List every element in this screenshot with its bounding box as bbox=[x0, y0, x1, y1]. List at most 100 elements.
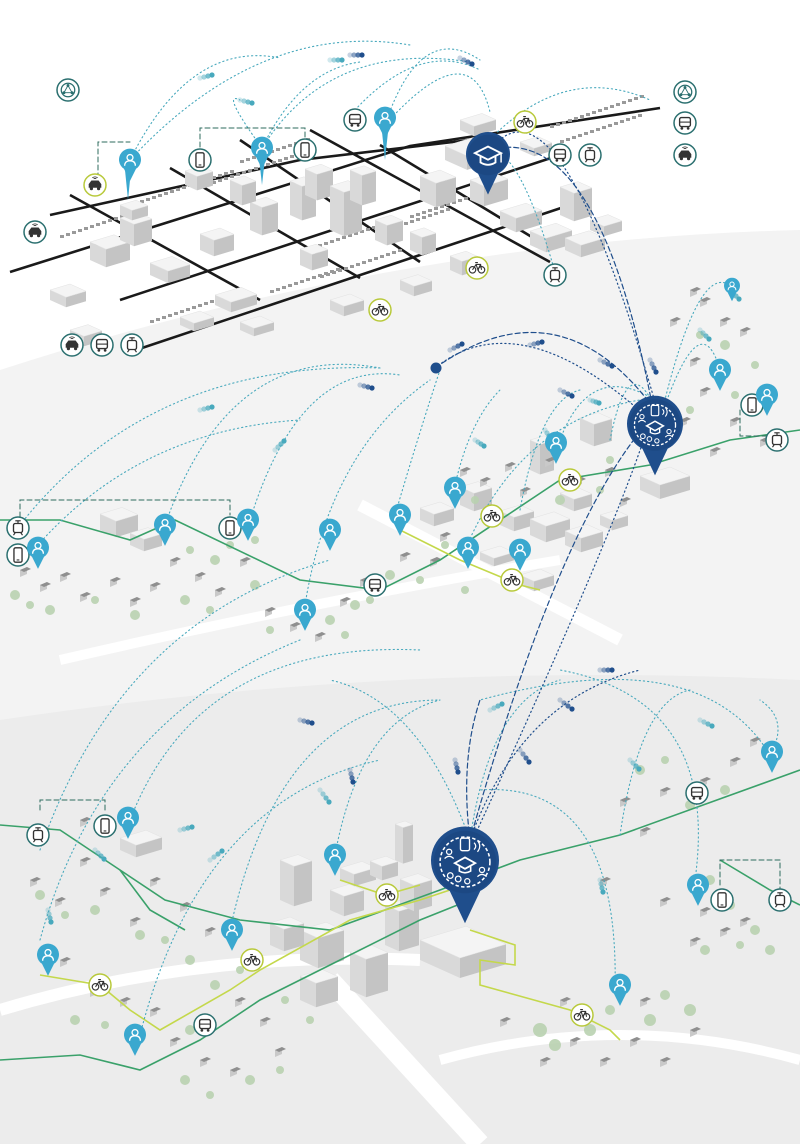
flow-dot bbox=[349, 775, 355, 781]
flow-dot bbox=[455, 343, 461, 349]
house-roof bbox=[690, 287, 701, 292]
house bbox=[740, 327, 751, 337]
connection-arc bbox=[164, 363, 381, 526]
house bbox=[700, 297, 711, 307]
house bbox=[660, 1057, 671, 1067]
building-roof bbox=[519, 568, 555, 582]
city-plot bbox=[458, 199, 462, 202]
city-plot bbox=[312, 276, 316, 279]
city-plot bbox=[404, 222, 408, 225]
building-side-right bbox=[414, 280, 432, 297]
building-side-right bbox=[399, 905, 419, 952]
building-side-left bbox=[640, 476, 660, 499]
building-side-left bbox=[480, 552, 494, 567]
city-plot bbox=[422, 211, 426, 214]
house-roof bbox=[740, 917, 751, 922]
flow-dot bbox=[539, 339, 545, 345]
building-side-left bbox=[240, 322, 254, 337]
flow-dot bbox=[454, 765, 460, 771]
house bbox=[290, 622, 301, 632]
city-plot bbox=[78, 229, 82, 232]
city-plot bbox=[574, 117, 578, 120]
building-side-left bbox=[90, 242, 106, 268]
flow-dot bbox=[205, 405, 211, 411]
building-side-right bbox=[242, 181, 256, 206]
building-side-left bbox=[200, 234, 214, 257]
hub-pin-body bbox=[627, 395, 683, 476]
flow-dot bbox=[520, 751, 526, 757]
building bbox=[299, 969, 339, 1008]
house-roof bbox=[120, 997, 131, 1002]
flow-dot bbox=[209, 72, 215, 78]
tree bbox=[185, 1025, 195, 1035]
house-roof bbox=[505, 462, 516, 467]
person-pin bbox=[117, 806, 139, 839]
flow-dot bbox=[526, 759, 532, 765]
house bbox=[265, 607, 276, 617]
building-roof bbox=[279, 854, 313, 867]
city-plot bbox=[84, 227, 88, 230]
building-roof bbox=[299, 243, 329, 255]
rail-line bbox=[0, 769, 800, 931]
person-pin bbox=[119, 148, 141, 181]
building-side-right bbox=[116, 514, 138, 538]
city-plot bbox=[224, 172, 228, 175]
house-roof bbox=[200, 1057, 211, 1062]
city-plot bbox=[212, 176, 216, 179]
car-share-icon bbox=[23, 220, 47, 244]
flow-dot bbox=[177, 827, 183, 833]
flow-dot bbox=[453, 761, 459, 767]
building-roof bbox=[499, 202, 543, 219]
flow-dot bbox=[348, 771, 354, 777]
building-side-right bbox=[387, 220, 403, 246]
tram-icon bbox=[543, 263, 567, 287]
city-plot bbox=[224, 177, 228, 180]
icon-ring bbox=[6, 543, 30, 567]
building-side-left bbox=[400, 280, 414, 297]
house bbox=[230, 1067, 241, 1077]
city-plot bbox=[598, 109, 602, 112]
city-plot bbox=[596, 128, 600, 131]
building bbox=[419, 169, 457, 208]
house bbox=[80, 817, 91, 827]
flow-dot bbox=[455, 769, 461, 775]
building-side-left bbox=[290, 181, 302, 221]
bus-icon bbox=[673, 111, 697, 135]
connection-arc bbox=[129, 648, 421, 821]
tree bbox=[385, 570, 395, 580]
city-plot bbox=[254, 167, 258, 170]
flow-dot bbox=[597, 877, 603, 883]
house bbox=[730, 757, 741, 767]
tree bbox=[606, 456, 614, 464]
house bbox=[30, 877, 41, 887]
house bbox=[315, 632, 326, 642]
flow-dot bbox=[305, 719, 311, 725]
house bbox=[720, 927, 731, 937]
building-side-left bbox=[530, 440, 540, 475]
city-plot bbox=[622, 101, 626, 104]
icon-ring bbox=[363, 573, 387, 597]
flow-dot bbox=[495, 703, 501, 709]
building bbox=[199, 227, 235, 257]
city-plot bbox=[276, 148, 280, 151]
hub-pin-body bbox=[431, 826, 499, 924]
flow-dot bbox=[205, 73, 211, 79]
house bbox=[640, 997, 651, 1007]
flow-dot bbox=[601, 667, 607, 673]
tree bbox=[686, 406, 694, 414]
building bbox=[399, 873, 433, 912]
city-plot bbox=[602, 126, 606, 129]
flow-dot bbox=[369, 385, 375, 391]
house bbox=[275, 1047, 286, 1057]
building-roof bbox=[369, 855, 399, 867]
building bbox=[419, 501, 455, 527]
flow-dot bbox=[219, 848, 225, 854]
building bbox=[299, 243, 329, 271]
bike-icon bbox=[480, 504, 504, 528]
building-side-right bbox=[214, 234, 234, 257]
city-plot bbox=[266, 163, 270, 166]
building bbox=[279, 854, 313, 907]
building-side-right bbox=[594, 418, 612, 447]
house-roof bbox=[30, 877, 41, 882]
building-roof bbox=[119, 199, 149, 211]
